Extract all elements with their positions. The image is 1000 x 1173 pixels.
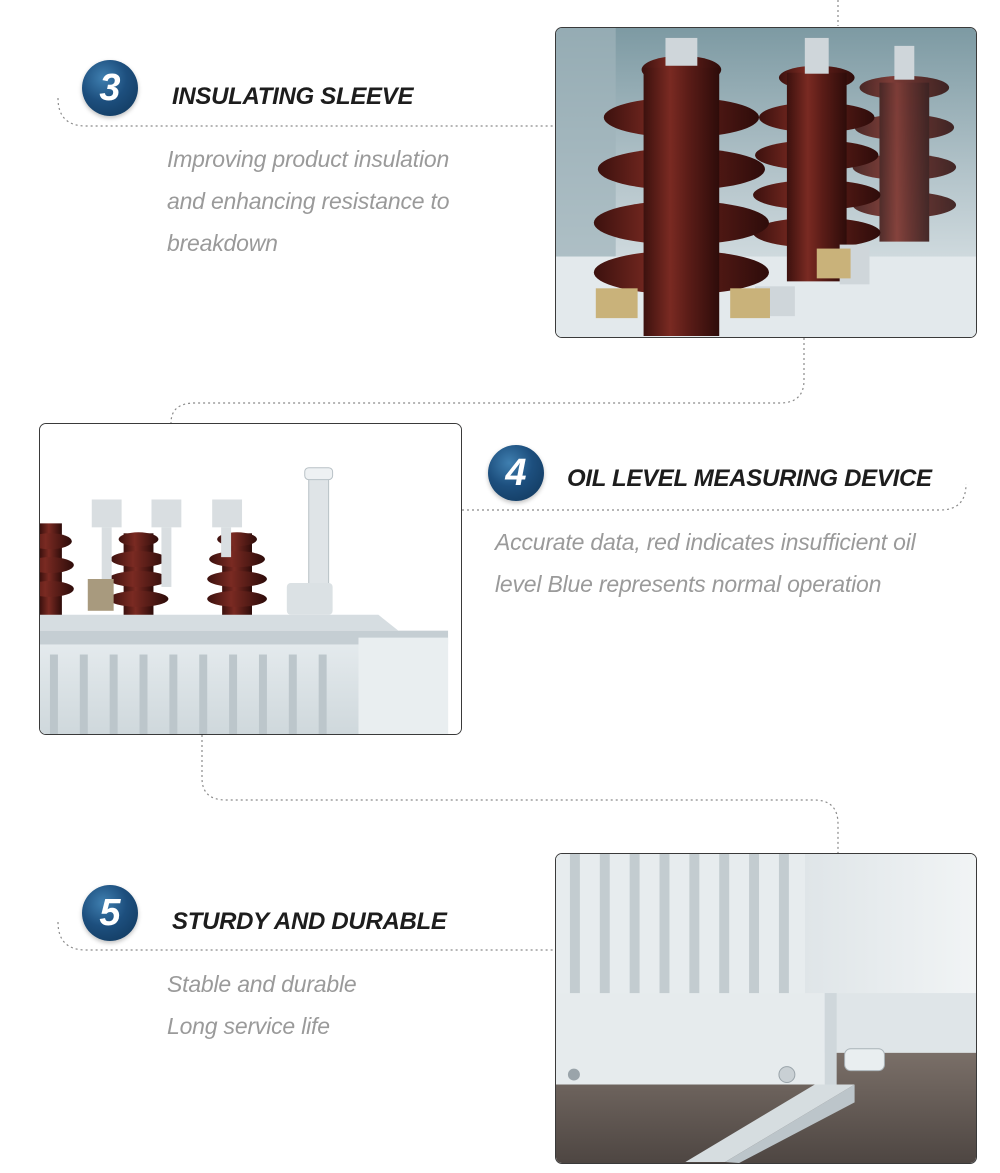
section-number-badge: 4 [488, 445, 544, 501]
description-line: Stable and durable [167, 971, 357, 997]
insulating-sleeve-photo [555, 27, 977, 338]
section-title: INSULATING SLEEVE [172, 83, 414, 110]
section-number-badge: 3 [82, 60, 138, 116]
description-line: and enhancing resistance to [167, 188, 450, 214]
section-description: Accurate data, red indicates insufficien… [495, 521, 916, 605]
description-line: Long service life [167, 1013, 330, 1039]
description-line: breakdown [167, 230, 278, 256]
description-line: Accurate data, red indicates insufficien… [495, 529, 916, 555]
oil-level-device-photo [39, 423, 462, 735]
transformer-base-photo [555, 853, 977, 1164]
section-description: Stable and durable Long service life [167, 963, 357, 1047]
section-number-badge: 5 [82, 885, 138, 941]
section-description: Improving product insulation and enhanci… [167, 138, 450, 264]
description-line: level Blue represents normal operation [495, 571, 882, 597]
section-title: OIL LEVEL MEASURING DEVICE [567, 465, 932, 492]
section-title: STURDY AND DURABLE [172, 908, 447, 935]
description-line: Improving product insulation [167, 146, 450, 172]
